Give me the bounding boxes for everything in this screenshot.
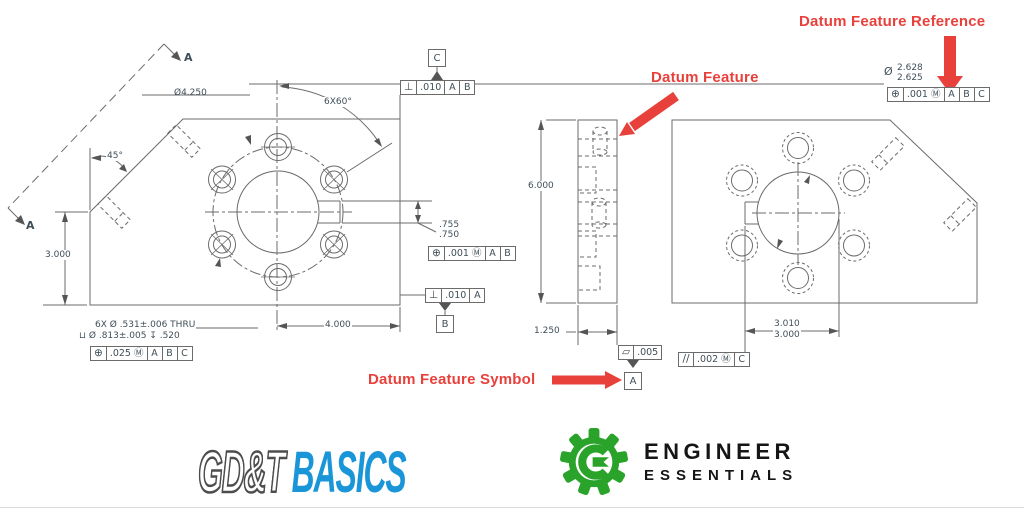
fcf-cell: ⊕ (90, 346, 107, 361)
fcf-cell: ▱ (618, 345, 635, 360)
fcf-cell: .025 Ⓜ (106, 346, 148, 361)
hole-callout-line2: ⊔ Ø .813±.005 ↧ .520 (79, 331, 180, 341)
dim-side-width-1250: 1.250 (534, 326, 560, 336)
fcf-cell: ⊥ (425, 288, 443, 303)
fcf-cell: .001 Ⓜ (444, 246, 486, 261)
fcf-cell: A (470, 288, 486, 303)
essentials-text: ESSENTIALS (644, 467, 799, 484)
dim-bore-upper: 2.628 (897, 63, 923, 73)
fcf-flatness: ▱ .005 (618, 345, 663, 360)
fcf-cell: .005 (634, 345, 663, 360)
fcf-parallelism: // .002 Ⓜ C (678, 352, 750, 367)
dim-keyway-lower: .750 (439, 230, 460, 240)
fcf-position-keyway: ⊕ .001 Ⓜ A B (428, 246, 516, 261)
fcf-cell: B (460, 80, 476, 95)
fcf-cell: B (500, 246, 516, 261)
dim-side-height-6000: 6.000 (527, 181, 555, 192)
dim-bore-lower: 2.625 (897, 73, 923, 83)
gear-icon (560, 428, 628, 496)
dim-pattern-angle: 6X60° (323, 97, 353, 108)
fcf-cell: .002 Ⓜ (694, 352, 735, 367)
dim-height-3000: 3.000 (44, 250, 72, 261)
fcf-cell: ⊕ (887, 87, 904, 102)
gdt-logo-text: GD&T (197, 440, 285, 505)
fcf-cell: ⊕ (428, 246, 445, 261)
fcf-perpendicularity-c: ⊥ .010 A B (400, 80, 476, 95)
fcf-cell: B (162, 346, 178, 361)
engineer-text: ENGINEER (644, 439, 795, 464)
dim-width-4000: 4.000 (324, 320, 352, 331)
engineer-essentials-logo: ENGINEER ESSENTIALS (560, 428, 798, 496)
fcf-cell: B (959, 87, 975, 102)
fcf-cell: C (734, 352, 750, 367)
red-annotation-arrows (552, 36, 963, 389)
fcf-cell: .010 (442, 288, 471, 303)
fcf-cell: A (485, 246, 501, 261)
fcf-cell: .010 (417, 80, 446, 95)
fcf-cell: // (678, 352, 694, 367)
dim-slot-upper: 3.010 (773, 319, 801, 330)
section-label-a-bottom: A (26, 219, 35, 232)
datum-flag-a: A (624, 372, 642, 390)
page-bottom-rule (0, 507, 1024, 508)
basics-logo-text: BASICS (291, 440, 407, 505)
fcf-cell: A (147, 346, 163, 361)
dim-bore-diameter-symbol: Ø (884, 65, 893, 78)
dim-keyway-upper: .755 (439, 220, 460, 230)
engineer-essentials-text: ENGINEER ESSENTIALS (644, 439, 799, 484)
annotation-datum-feature: Datum Feature (651, 69, 759, 86)
dim-bolt-circle-diameter: Ø4.250 (174, 88, 207, 98)
fcf-cell: A (445, 80, 461, 95)
hole-callout-line1: 6X Ø .531±.006 THRU (95, 320, 196, 330)
section-label-a-top: A (184, 51, 193, 64)
annotation-datum-feature-symbol: Datum Feature Symbol (368, 371, 536, 388)
fcf-cell: C (177, 346, 193, 361)
fcf-cell: ⊥ (400, 80, 418, 95)
fcf-cell: C (974, 87, 990, 102)
dim-chamfer-angle: 45° (106, 151, 124, 162)
fcf-position-bore: ⊕ .001 Ⓜ A B C (887, 87, 990, 102)
fcf-cell: A (944, 87, 960, 102)
fcf-cell: .001 Ⓜ (903, 87, 945, 102)
fcf-position-holes: ⊕ .025 Ⓜ A B C (90, 346, 193, 361)
datum-flag-b: B (436, 315, 454, 333)
datum-flag-c: C (428, 49, 446, 67)
dim-slot-lower: 3.000 (773, 330, 801, 341)
annotation-datum-feature-reference: Datum Feature Reference (799, 13, 986, 30)
fcf-perpendicularity-b: ⊥ .010 A (425, 288, 486, 303)
